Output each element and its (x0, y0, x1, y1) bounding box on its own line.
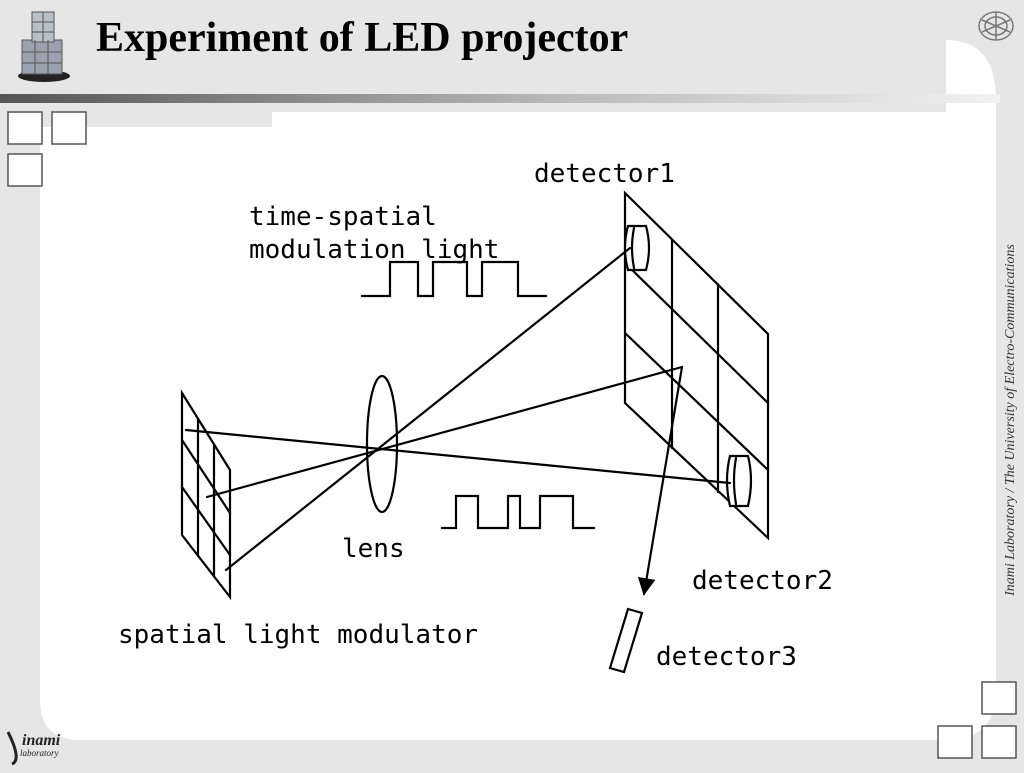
ray-panel-to-detector3 (637, 365, 684, 596)
header-tab (0, 103, 272, 127)
detector3-label: detector3 (656, 642, 797, 672)
detector-panel (623, 190, 770, 541)
ray-slm-to-panel-center (205, 365, 684, 499)
detector2-sensor (725, 454, 753, 508)
detector1-label: detector1 (534, 159, 675, 189)
inami-lab-logo: inami laboratory (6, 731, 61, 766)
svg-text:laboratory: laboratory (20, 748, 59, 758)
slm-label: spatial light modulator (118, 620, 478, 650)
corner-squares-bottom (937, 681, 1017, 759)
pulse-waveform-lower (440, 494, 596, 530)
content-panel (40, 40, 996, 740)
spatial-light-modulator (180, 389, 232, 601)
detector3-sensor (608, 607, 644, 674)
ray-slm-to-detector2 (184, 428, 732, 485)
svg-text:inami: inami (22, 732, 61, 749)
diagram-labels: detector1 time-spatial modulation light … (118, 159, 833, 672)
header-bar (0, 94, 1000, 103)
side-caption: Inami Laboratory / The University of Ele… (1003, 244, 1018, 596)
ray-slm-to-detector1 (224, 246, 632, 572)
detector2-label: detector2 (692, 566, 833, 596)
corner-squares-top (7, 111, 87, 187)
university-emblem-icon (978, 11, 1014, 41)
diagram (180, 190, 770, 674)
cube-figure-icon (18, 11, 70, 82)
time-spatial-label-line1: time-spatial (249, 202, 437, 232)
time-spatial-label-line2: modulation light (249, 235, 499, 265)
slide-title: Experiment of LED projector (96, 15, 629, 61)
detector1-sensor (623, 224, 651, 272)
lens-label: lens (342, 534, 405, 564)
pulse-waveform-upper (360, 260, 548, 298)
